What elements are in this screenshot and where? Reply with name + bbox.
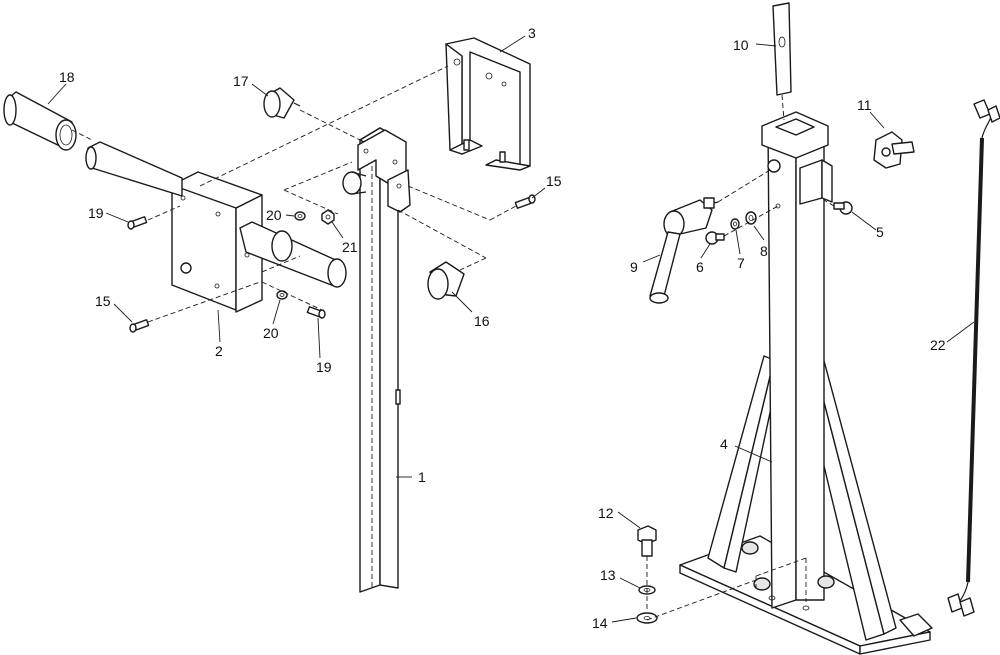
left-hardware: [127, 194, 536, 333]
bolt-12: [637, 525, 657, 557]
part-11-clip: [873, 131, 915, 169]
callout-20-lower: 20: [263, 325, 279, 341]
bolt-15-left: [129, 319, 150, 333]
left-alignment-lines: [71, 65, 517, 323]
callout-12: 12: [598, 505, 614, 521]
callout-17: 17: [233, 73, 249, 89]
callout-1: 1: [418, 469, 426, 485]
callout-8: 8: [760, 243, 768, 259]
callout-9: 9: [630, 259, 638, 275]
part-3-u-bracket: [445, 37, 531, 171]
callout-13: 13: [600, 567, 616, 583]
callout-20-upper: 20: [266, 207, 282, 223]
callout-6: 6: [696, 259, 704, 275]
part-17-bumper: [263, 87, 301, 119]
callout-7: 7: [737, 255, 745, 271]
small-bumper: [342, 171, 367, 195]
part-22-cable: [947, 99, 1000, 617]
callout-21: 21: [342, 239, 358, 255]
callout-4: 4: [720, 436, 728, 452]
callout-18: 18: [59, 69, 75, 85]
callout-15-left: 15: [95, 293, 111, 309]
callout-10: 10: [733, 37, 749, 53]
bolt-6: [705, 231, 725, 245]
callout-2: 2: [215, 343, 223, 359]
callout-22: 22: [930, 337, 946, 353]
callout-3: 3: [528, 25, 536, 41]
washer-8: [745, 211, 757, 225]
bolt-15-right: [514, 194, 536, 209]
callout-19-upper: 19: [88, 205, 104, 221]
callout-11: 11: [857, 97, 872, 113]
washer-14: [636, 612, 658, 624]
part-18-grip-sleeve: [3, 91, 77, 151]
part-16-bumper: [427, 261, 465, 300]
callout-15-right: 15: [546, 173, 562, 189]
callouts: 1 2 3 4 5 6 7 8 9 10 11 12 13 14 15 15 1…: [59, 25, 946, 631]
callout-5: 5: [876, 224, 884, 240]
part-4-stand: [679, 111, 933, 655]
bolt-5: [833, 201, 853, 215]
bolt-19-upper: [127, 216, 148, 230]
part-9-lever: [649, 197, 719, 304]
axle-shaft: [85, 141, 347, 288]
callout-16: 16: [474, 313, 490, 329]
washer-20-upper: [294, 211, 306, 221]
callout-19-lower: 19: [316, 359, 332, 375]
right-alignment-lines: [646, 94, 835, 621]
washer-20-lower: [276, 290, 288, 300]
post-top-bracket: [357, 129, 411, 213]
leader-lines: [47, 35, 975, 623]
part-10-flat-bar: [772, 2, 792, 96]
callout-14: 14: [592, 615, 608, 631]
bolt-19-lower: [306, 306, 326, 319]
washer-7: [730, 218, 740, 230]
